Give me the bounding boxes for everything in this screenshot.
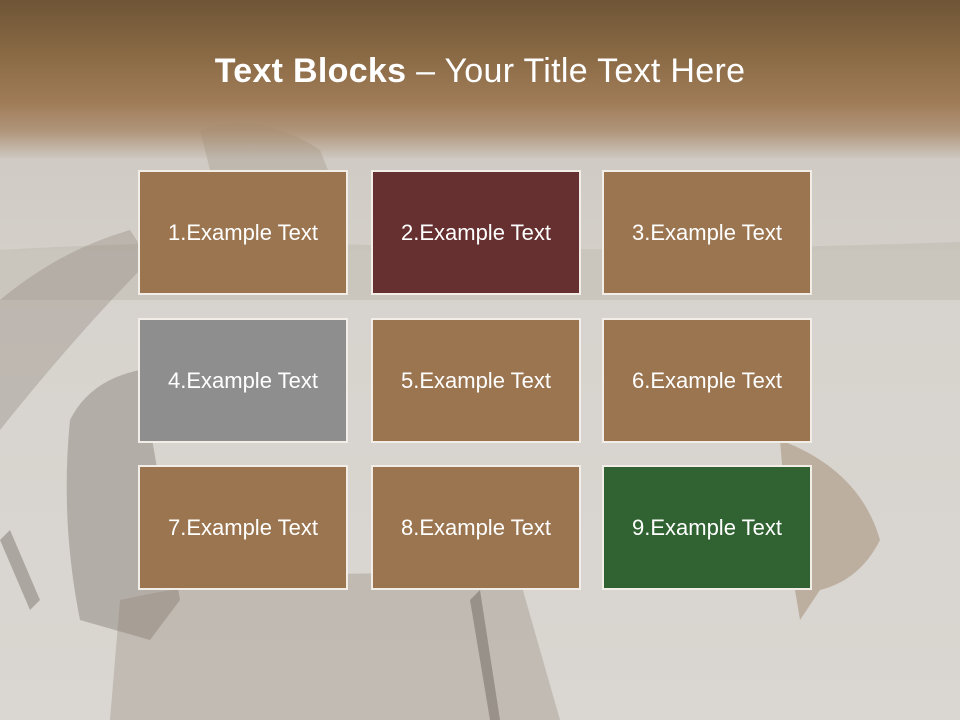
text-block-label: 1.Example Text [167,219,318,245]
title-rest: Your Title Text Here [444,52,746,90]
text-block-4: 4.Example Text [138,318,348,443]
text-block-1: 1.Example Text [138,170,348,295]
text-block-label: 2.Example Text [400,219,551,245]
text-block-label: 7.Example Text [167,514,318,540]
text-block-label: 8.Example Text [400,514,551,540]
text-block-label: 6.Example Text [631,367,782,393]
title-bold: Text Blocks [214,52,407,90]
text-block-label: 9.Example Text [631,514,782,540]
slide-title: Text Blocks – Your Title Text Here [0,52,960,91]
text-block-label: 3.Example Text [631,219,782,245]
text-block-3: 3.Example Text [602,170,812,295]
title-separator: – [406,52,445,90]
text-block-label: 5.Example Text [400,367,551,393]
title-band [0,0,960,160]
text-block-label: 4.Example Text [167,367,318,393]
text-block-2: 2.Example Text [371,170,581,295]
text-block-6: 6.Example Text [602,318,812,443]
text-block-grid: 1.Example Text 2.Example Text 3.Example … [138,170,816,594]
text-block-5: 5.Example Text [371,318,581,443]
text-block-9: 9.Example Text [602,465,812,590]
text-block-7: 7.Example Text [138,465,348,590]
text-block-8: 8.Example Text [371,465,581,590]
